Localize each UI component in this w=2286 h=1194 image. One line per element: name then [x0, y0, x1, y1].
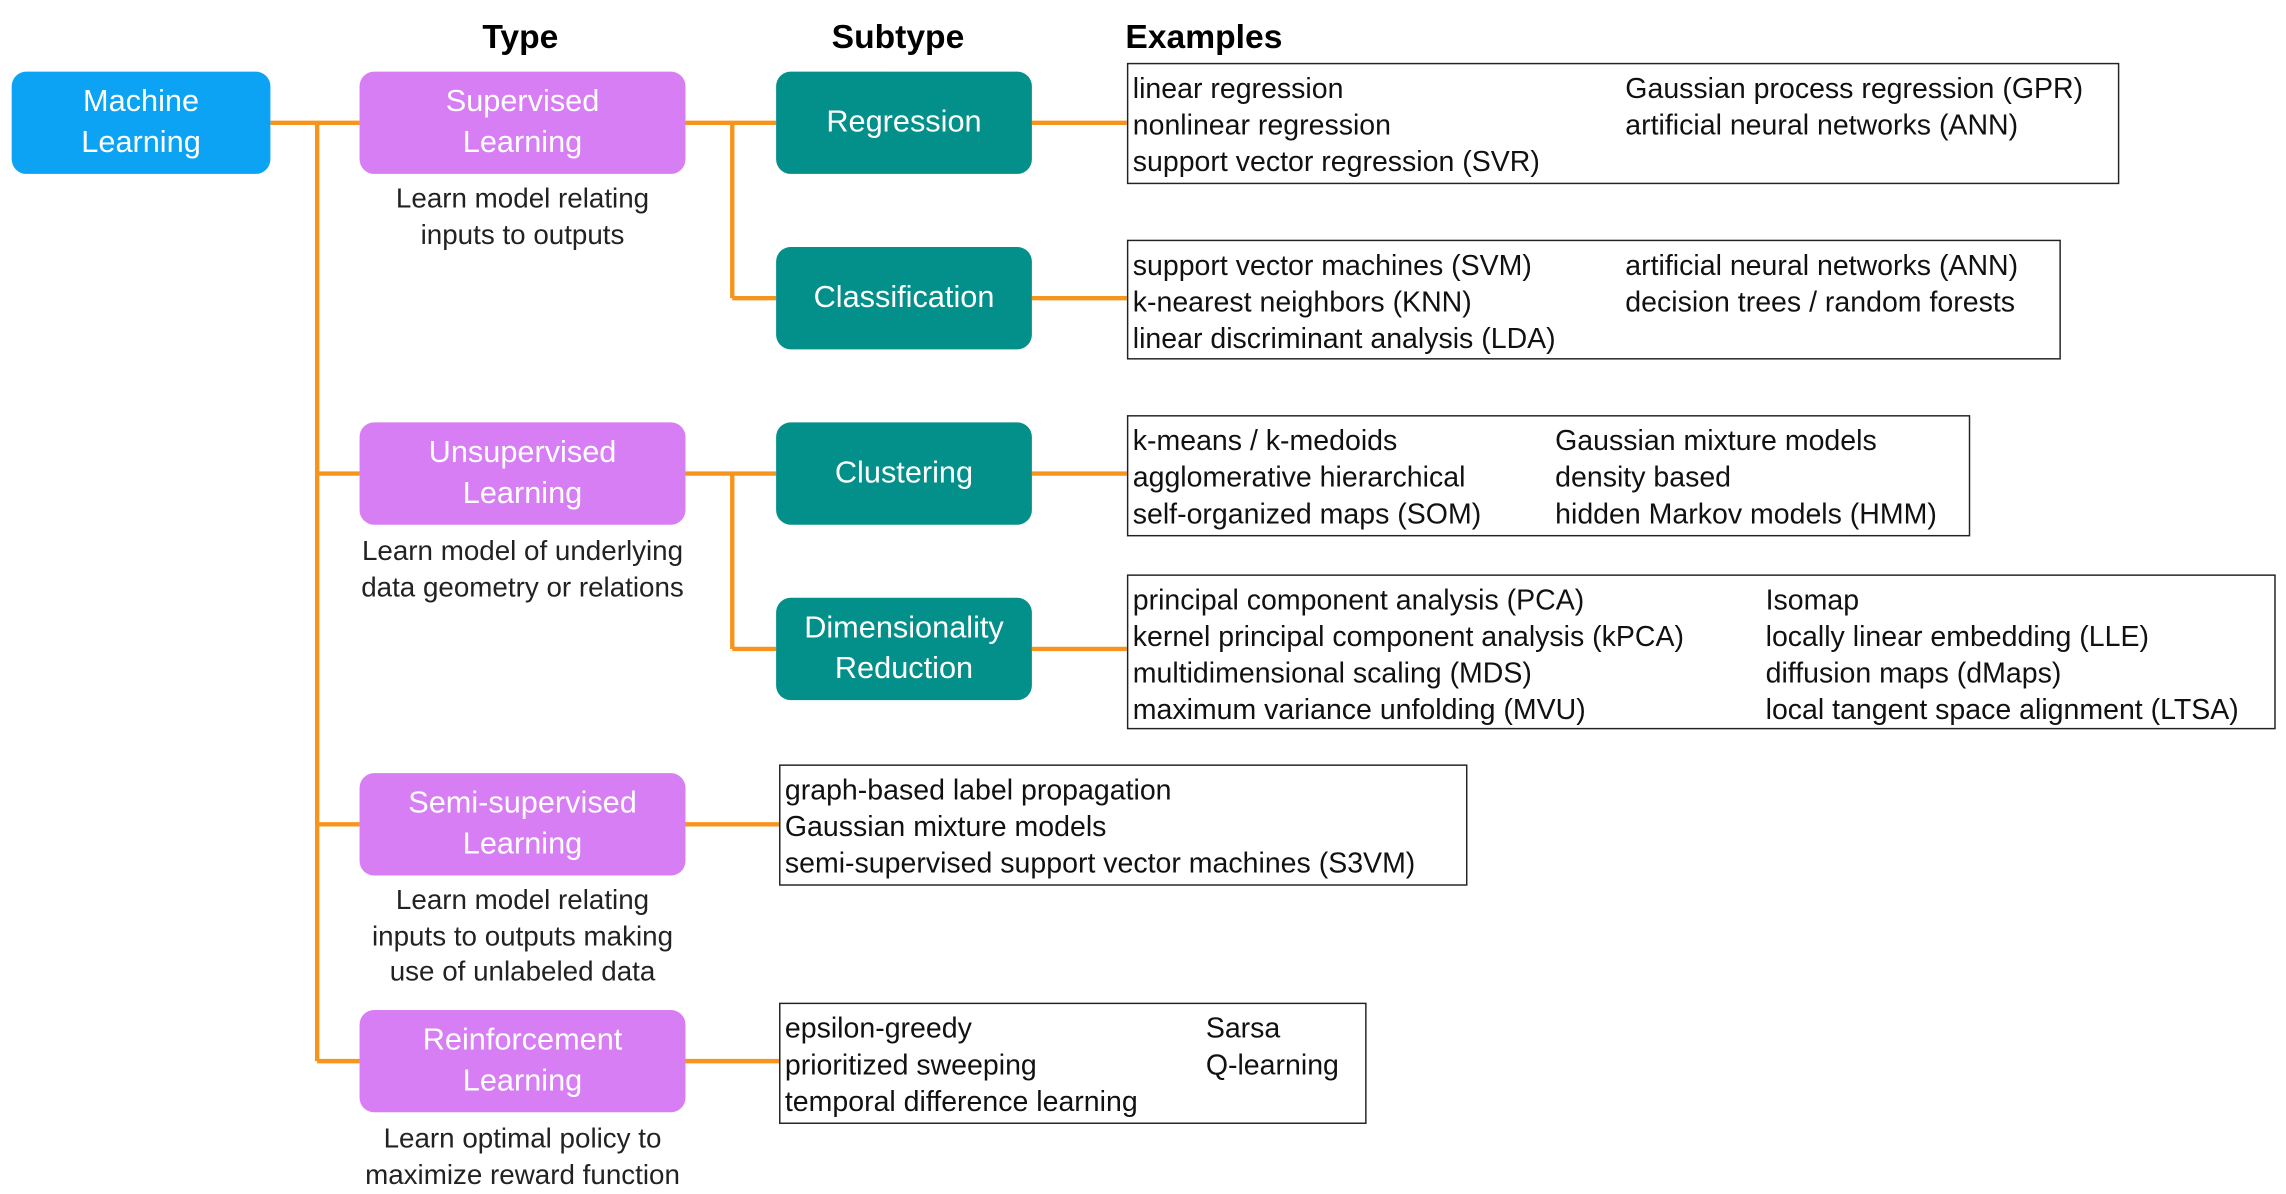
header-examples: Examples: [1125, 17, 1283, 56]
regression-node: Regression: [776, 71, 1032, 174]
example-item: k-means / k-medoids: [1132, 425, 1398, 458]
unsupervised-desc-line: Learn model of underlying: [361, 536, 684, 568]
regression-label: Regression: [826, 105, 982, 139]
reinforcement-desc-line: Learn optimal policy to: [383, 1123, 662, 1155]
machine-learning-label-2: Learning: [81, 125, 201, 160]
classification-examples-box: support vector machines (SVM) k-nearest …: [1126, 239, 2061, 360]
supervised-desc-line: inputs to outputs: [420, 219, 625, 251]
example-item: hidden Markov models (HMM): [1555, 498, 1937, 531]
supervised-desc-line: Learn model relating: [395, 184, 650, 215]
example-item: Gaussian mixture models: [784, 811, 1107, 844]
example-item: multidimensional scaling (MDS): [1132, 657, 1532, 690]
dimensionality-reduction-node: Dimensionality Reduction: [776, 597, 1032, 701]
example-item: decision trees / random forests: [1625, 286, 2015, 319]
clustering-examples-box: k-means / k-medoids agglomerative hierar…: [1126, 415, 1971, 537]
example-item: kernel principal component analysis (kPC…: [1132, 621, 1685, 654]
example-item: Isomap: [1765, 584, 1860, 617]
example-item: artificial neural networks (ANN): [1625, 249, 2019, 283]
classification-node: Classification: [776, 247, 1032, 350]
example-item: Q-learning: [1205, 1049, 1339, 1082]
example-item: support vector machines (SVM): [1132, 249, 1532, 283]
dimred-label-2: Reduction: [834, 651, 974, 686]
semi-desc-line: use of unlabeled data: [389, 957, 656, 989]
semi-supervised-examples-box: graph-based label propagation Gaussian m…: [779, 764, 1468, 886]
reinforcement-label-2: Learning: [462, 1064, 583, 1098]
semi-desc-line: inputs to outputs making: [372, 921, 674, 953]
example-item: linear discriminant analysis (LDA): [1132, 323, 1556, 356]
example-item: linear regression: [1132, 73, 1344, 106]
supervised-label-1: Supervised: [445, 84, 600, 119]
example-item: artificial neural networks (ANN): [1625, 109, 2019, 142]
clustering-label: Clustering: [834, 456, 974, 490]
reinforcement-learning-node: Reinforcement Learning: [359, 1009, 686, 1113]
example-item: Sarsa: [1205, 1012, 1281, 1046]
unsupervised-label-1: Unsupervised: [428, 435, 617, 470]
example-item: epsilon-greedy: [784, 1012, 972, 1046]
reinforcement-description: Learn optimal policy to maximize reward …: [360, 1123, 686, 1194]
semi-supervised-label-2: Learning: [462, 827, 583, 861]
supervised-label-2: Learning: [462, 125, 583, 160]
semi-supervised-description: Learn model relating inputs to outputs m…: [360, 884, 686, 991]
unsupervised-learning-node: Unsupervised Learning: [359, 422, 686, 525]
clustering-node: Clustering: [776, 422, 1032, 525]
supervised-description: Learn model relating inputs to outputs: [360, 183, 686, 255]
unsupervised-desc-line: data geometry or relations: [361, 572, 684, 603]
example-item: graph-based label propagation: [784, 774, 1172, 807]
dimensionality-reduction-examples-box: principal component analysis (PCA) kerne…: [1126, 574, 2276, 730]
header-subtype: Subtype: [831, 17, 965, 56]
example-item: Gaussian mixture models: [1555, 425, 1877, 458]
header-type: Type: [482, 17, 559, 56]
example-item: k-nearest neighbors (KNN): [1132, 286, 1472, 319]
example-item: diffusion maps (dMaps): [1765, 657, 2062, 690]
example-item: agglomerative hierarchical: [1132, 461, 1466, 495]
machine-learning-label-1: Machine: [83, 84, 200, 119]
reinforcement-label-1: Reinforcement: [422, 1023, 623, 1057]
example-item: prioritized sweeping: [784, 1049, 1037, 1082]
example-item: Gaussian process regression (GPR): [1625, 73, 2084, 106]
semi-supervised-learning-node: Semi-supervised Learning: [359, 773, 686, 876]
regression-examples-box: linear regression nonlinear regression s…: [1126, 62, 2120, 185]
example-item: principal component analysis (PCA): [1132, 584, 1585, 617]
example-item: nonlinear regression: [1132, 109, 1392, 142]
example-item: density based: [1555, 461, 1732, 495]
reinforcement-desc-line: maximize reward function: [365, 1159, 680, 1191]
example-item: maximum variance unfolding (MVU): [1132, 694, 1586, 727]
example-item: self-organized maps (SOM): [1132, 498, 1482, 531]
example-item: temporal difference learning: [784, 1085, 1138, 1119]
unsupervised-description: Learn model of underlying data geometry …: [360, 535, 686, 607]
example-item: locally linear embedding (LLE): [1765, 621, 2150, 654]
example-item: support vector regression (SVR): [1132, 146, 1540, 179]
example-item: semi-supervised support vector machines …: [784, 847, 1416, 880]
machine-learning-node: Machine Learning: [11, 71, 271, 174]
dimred-label-1: Dimensionality: [804, 610, 1004, 645]
unsupervised-label-2: Learning: [462, 476, 583, 511]
example-item: local tangent space alignment (LTSA): [1765, 694, 2239, 727]
supervised-learning-node: Supervised Learning: [359, 71, 686, 174]
semi-desc-line: Learn model relating: [395, 885, 650, 917]
classification-label: Classification: [813, 280, 995, 315]
semi-supervised-label-1: Semi-supervised: [408, 786, 637, 820]
reinforcement-examples-box: epsilon-greedy prioritized sweeping temp…: [779, 1002, 1367, 1124]
